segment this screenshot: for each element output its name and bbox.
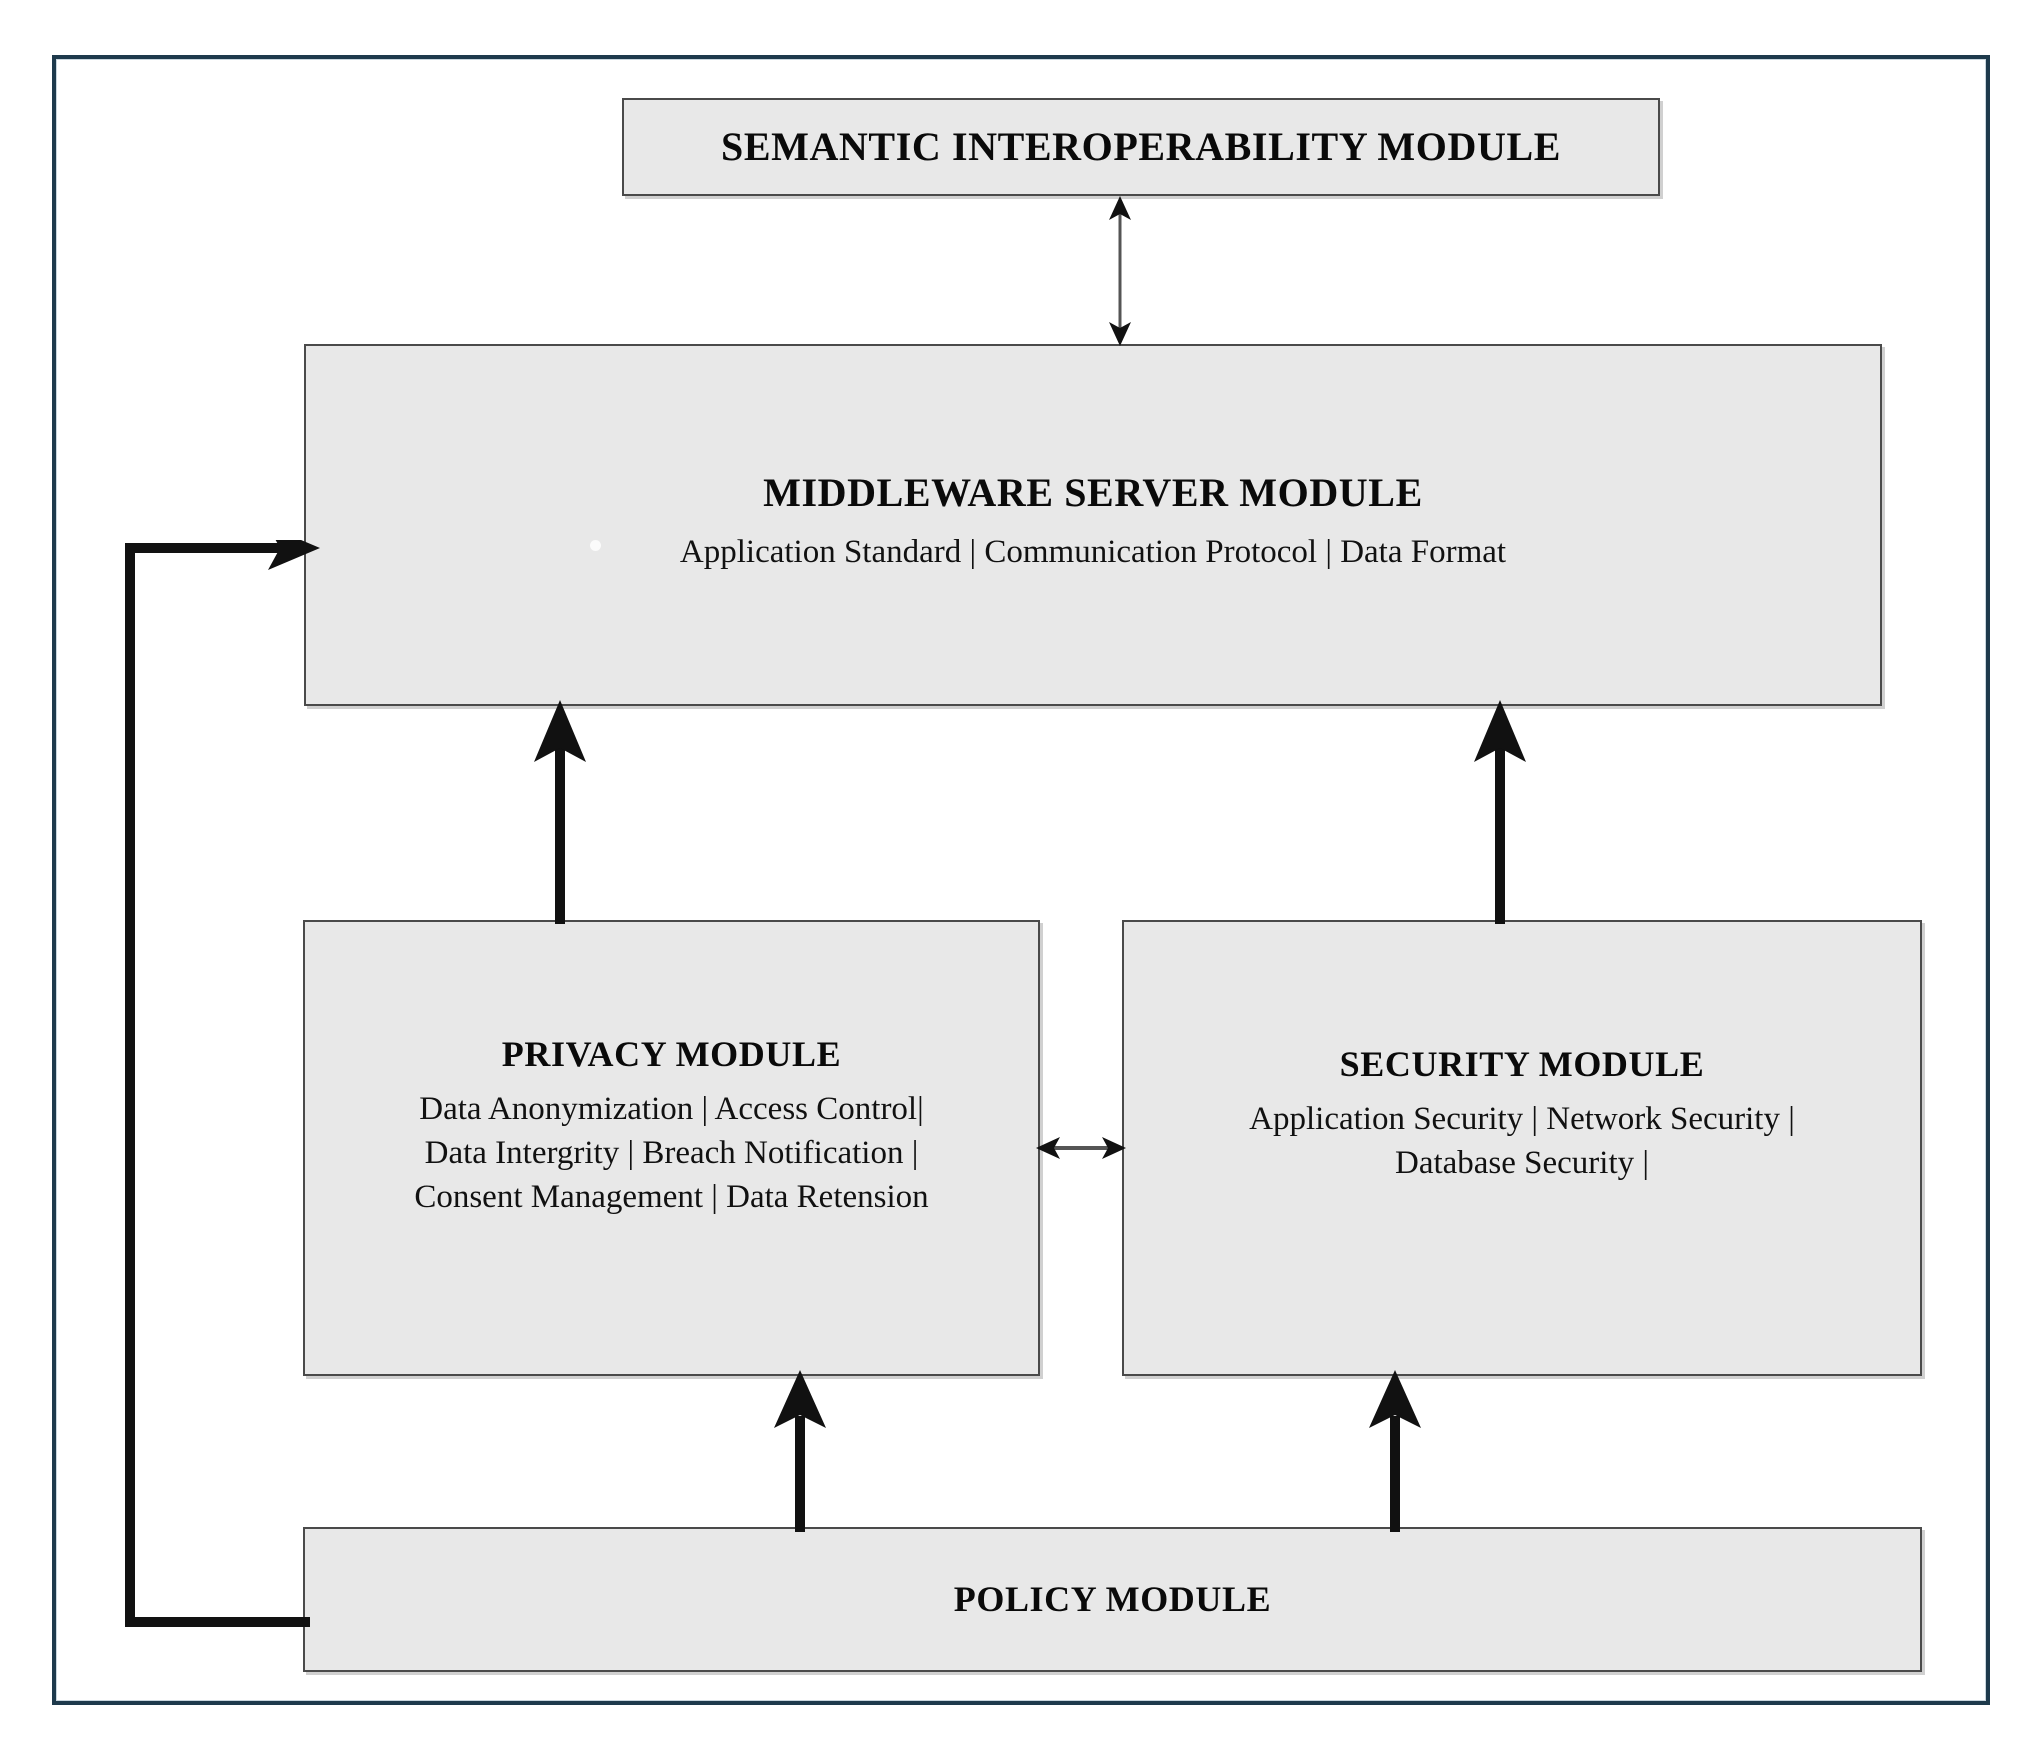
- connector-security-to-middleware-arrow: [1474, 700, 1526, 924]
- connector-privacy-security-double-arrow: [1036, 1137, 1126, 1159]
- module-privacy-title: PRIVACY MODULE: [501, 1034, 842, 1074]
- module-security-subtitle-line-1: Application Security | Network Security …: [1249, 1101, 1795, 1137]
- connector-policy-to-privacy-arrow: [774, 1370, 826, 1532]
- module-middleware-server[interactable]: MIDDLEWARE SERVER MODULE Application Sta…: [304, 344, 1882, 706]
- diagram-outer-frame: [52, 55, 1990, 1705]
- connector-policy-to-middleware-feedback-arrow: [125, 540, 320, 1627]
- module-privacy-subtitle-line-2: Data Intergrity | Breach Notification |: [424, 1135, 919, 1172]
- module-security-subtitle-line-2: Database Security |: [1394, 1145, 1649, 1182]
- module-semantic-interoperability-title: SEMANTIC INTEROPERABILITY MODULE: [720, 124, 1562, 169]
- module-semantic-interoperability[interactable]: SEMANTIC INTEROPERABILITY MODULE: [622, 98, 1660, 196]
- module-security-title: SECURITY MODULE: [1339, 1044, 1705, 1084]
- module-privacy[interactable]: PRIVACY MODULE Data Anonymization | Acce…: [303, 920, 1040, 1376]
- module-privacy-subtitle: Data Anonymization | Access Control| Dat…: [414, 1087, 928, 1220]
- module-middleware-server-subtitle-line-1: Application Standard | Communication Pro…: [679, 534, 1507, 570]
- module-middleware-server-subtitle: Application Standard | Communication Pro…: [680, 530, 1506, 574]
- module-policy-title: POLICY MODULE: [953, 1579, 1272, 1619]
- connector-semantic-middleware-double-arrow: [1109, 196, 1131, 346]
- module-security[interactable]: SECURITY MODULE Application Security | N…: [1122, 920, 1922, 1376]
- connector-privacy-to-middleware-arrow: [534, 700, 586, 924]
- connector-policy-to-security-arrow: [1369, 1370, 1421, 1532]
- module-security-subtitle: Application Security | Network Security …: [1249, 1097, 1795, 1185]
- module-middleware-server-title: MIDDLEWARE SERVER MODULE: [763, 470, 1423, 515]
- image-artifact-dot: [590, 540, 601, 551]
- module-privacy-subtitle-line-3: Consent Management | Data Retension: [414, 1179, 929, 1216]
- module-privacy-subtitle-line-1: Data Anonymization | Access Control|: [419, 1091, 924, 1127]
- module-policy[interactable]: POLICY MODULE: [303, 1527, 1922, 1672]
